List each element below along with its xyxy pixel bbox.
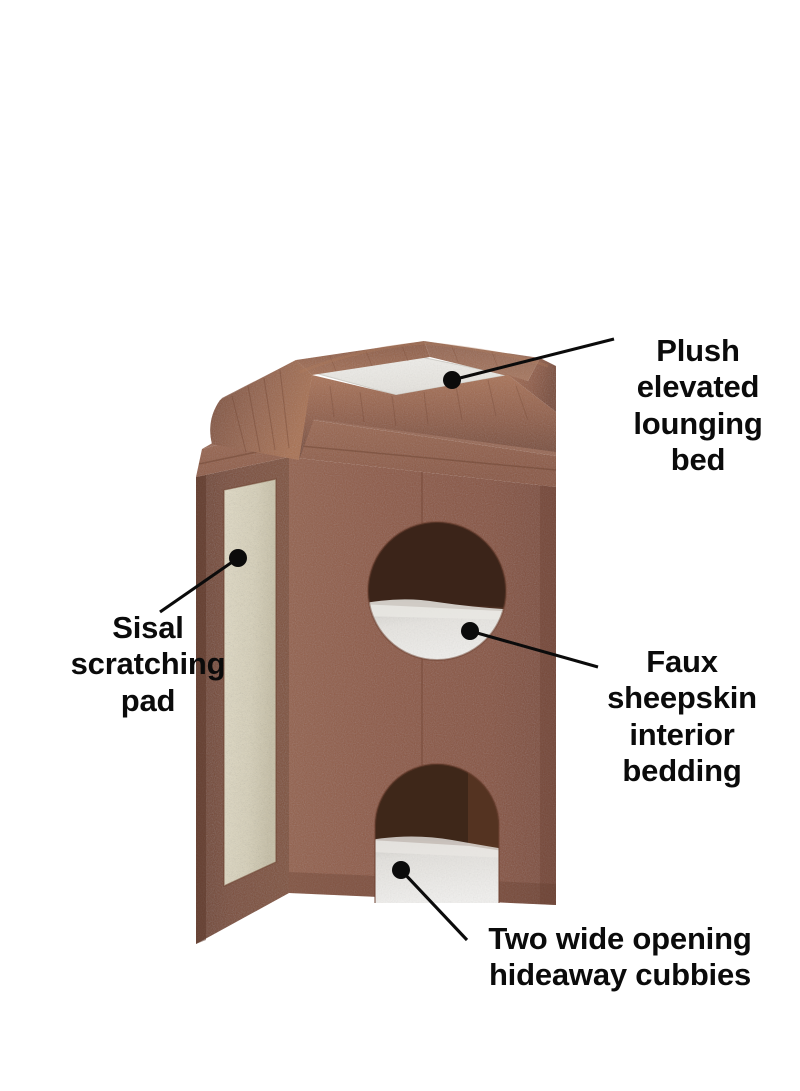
leader-line-plush-bed [451, 337, 615, 382]
lower-arched-opening [374, 763, 500, 903]
leader-dot-plush-bed [443, 371, 461, 389]
sisal-scratching-pad-panel [224, 479, 276, 886]
callout-label-hideaway-cubbies: Two wide opening hideaway cubbies [488, 921, 752, 993]
leader-dot-faux-sheepskin [461, 622, 479, 640]
callout-label-faux-sheepskin: Faux sheepskin interior bedding [607, 644, 757, 788]
leader-line-faux-sheepskin [469, 629, 599, 669]
leader-line-sisal-pad [159, 556, 239, 614]
leader-dot-sisal-pad [229, 549, 247, 567]
callout-leader-lines [159, 337, 615, 942]
elevated-lounging-bed [196, 341, 557, 487]
condo-left-face [196, 457, 289, 944]
callout-label-plush-bed: Plush elevated lounging bed [633, 333, 763, 477]
callout-label-sisal-pad: Sisal scratching pad [70, 610, 226, 718]
leader-dot-hideaway-cubbies [392, 861, 410, 879]
leader-line-hideaway-cubbies [399, 868, 469, 942]
